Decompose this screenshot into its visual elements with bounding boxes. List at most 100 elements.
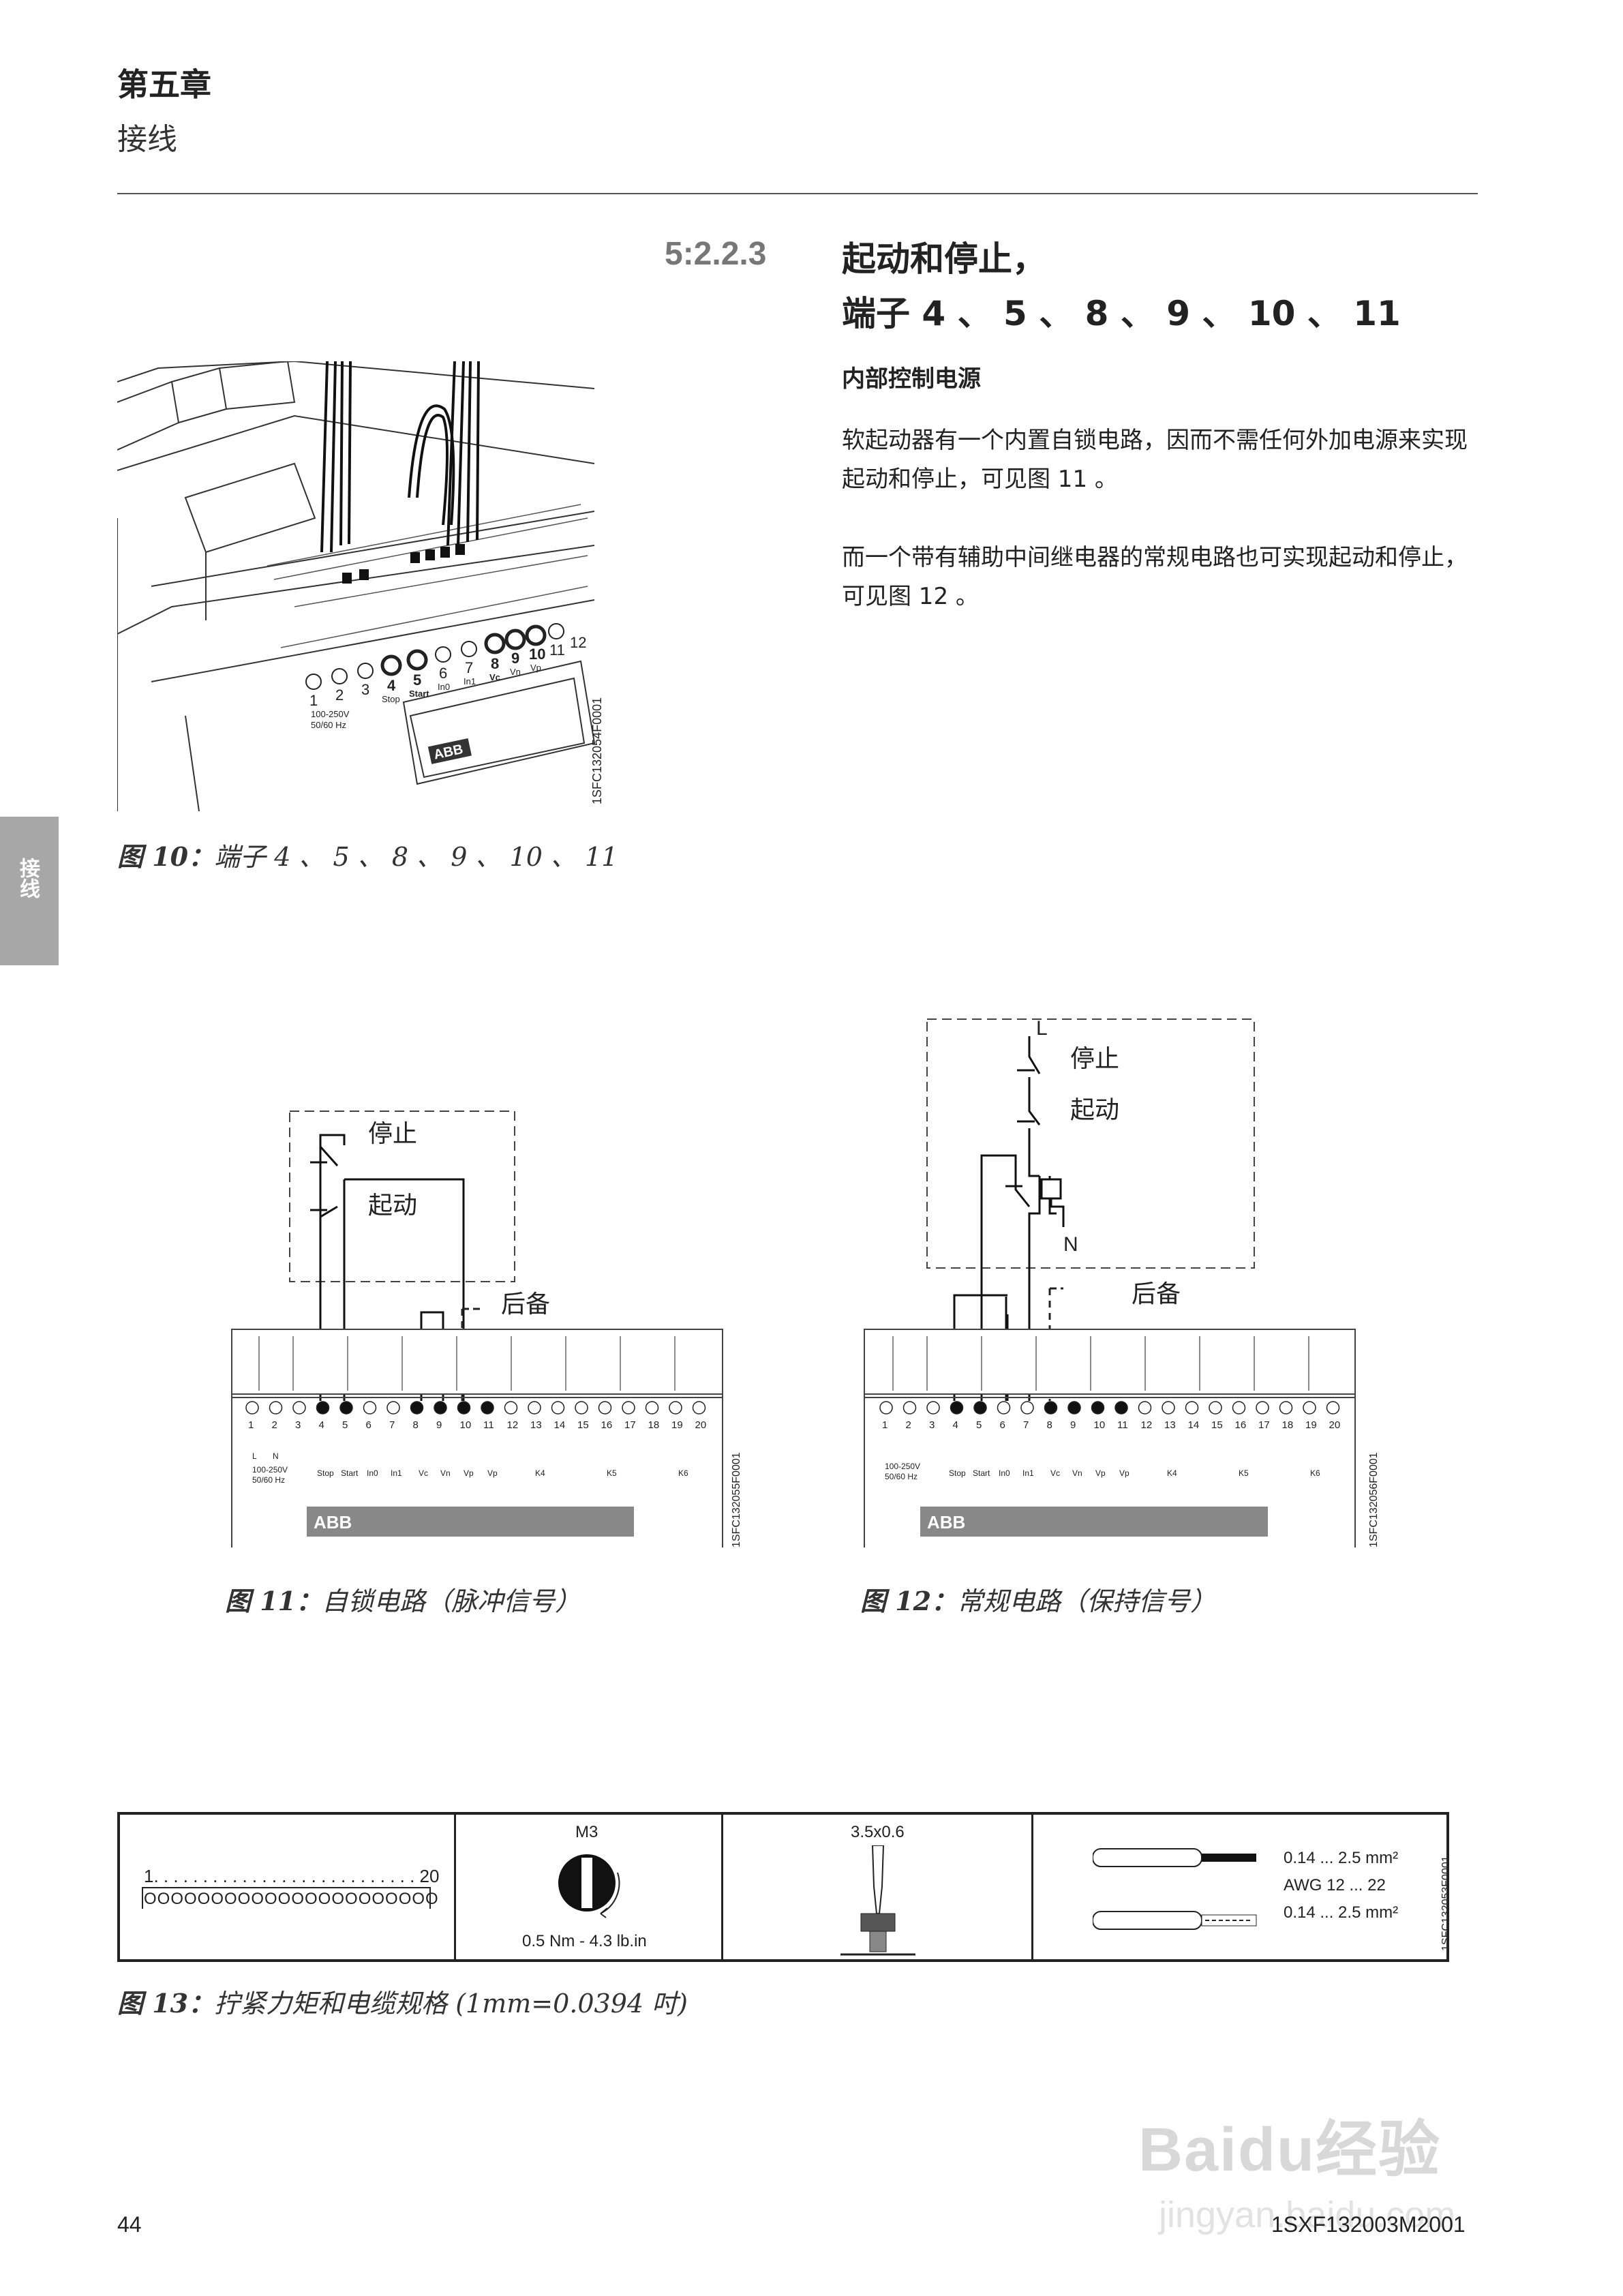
terminal-number-7: 7 — [1023, 1419, 1029, 1431]
spec-cell-screwdriver: 3.5x0.6 — [721, 1815, 1033, 1959]
fig12-brand: ABB — [927, 1512, 965, 1532]
terminal-14 — [551, 1401, 565, 1415]
terminal-15 — [1209, 1401, 1222, 1415]
spec-bracket — [142, 1887, 431, 1909]
fig11-supply-2: 50/60 Hz — [252, 1475, 285, 1485]
terminal-number-8: 8 — [413, 1419, 419, 1431]
terminal-number-3: 3 — [295, 1419, 301, 1431]
terminal-8 — [1044, 1401, 1058, 1415]
terminal-number-3: 3 — [929, 1419, 935, 1431]
fig11-brand: ABB — [314, 1512, 352, 1532]
fig12-backup: 后备 — [1132, 1280, 1181, 1308]
fig10-name-vp: Vp — [530, 663, 541, 673]
fig11-N: N — [273, 1451, 279, 1461]
figure-13-caption: 图 13：拧紧力矩和电缆规格 (1mm=0.0394 吋) — [117, 1982, 688, 2020]
watermark-brand: Baidu经验 — [1138, 2116, 1442, 2184]
terminal-number-11: 11 — [483, 1419, 494, 1431]
terminal-8 — [410, 1401, 424, 1415]
chapter-subtitle: 接线 — [117, 122, 177, 157]
fig12-lbl-vc: Vc — [1050, 1468, 1060, 1478]
fig10-term-9: 9 — [511, 650, 519, 667]
fig12-L: L — [1036, 1017, 1048, 1040]
fig10-supply-2: 50/60 Hz — [311, 720, 346, 730]
terminal-4 — [316, 1401, 330, 1415]
fig11-start: 起动 — [368, 1191, 417, 1219]
chapter-title: 第五章 — [117, 66, 211, 103]
fig11-lbl-vp2: Vp — [487, 1468, 498, 1478]
figure-10-illustration: 1 2 3 4 5 6 7 8 9 10 11 12 Stop Start In… — [117, 361, 604, 811]
fig12-lbl-vp1: Vp — [1095, 1468, 1106, 1478]
figure-10-text: 端子 4 、 5 、 8 、 9 、 10 、 11 — [214, 842, 618, 872]
document-number: 1SXF132003M2001 — [1271, 2212, 1466, 2237]
section-title: 起动和停止， 端子 4 、 5 、 8 、 9 、 10 、 11 — [842, 232, 1401, 341]
terminal-7 — [386, 1401, 400, 1415]
terminal-7 — [1020, 1401, 1034, 1415]
terminal-number-14: 14 — [1188, 1419, 1200, 1431]
terminal-20 — [692, 1401, 706, 1415]
figure-12-caption: 图 12：常规电路（保持信号） — [860, 1580, 1216, 1618]
figure-10-caption: 图 10：端子 4 、 5 、 8 、 9 、 10 、 11 — [117, 836, 618, 873]
figure-12-text: 常规电路（保持信号） — [957, 1586, 1217, 1616]
spec-circles: OOOOOOOOOOOOOOOOOOOOOO — [144, 1890, 439, 1908]
terminal-18 — [645, 1401, 659, 1415]
fig11-L: L — [252, 1451, 257, 1461]
spec-cable2: AWG 12 ... 22 — [1284, 1876, 1386, 1894]
fig12-lbl-k4: K4 — [1167, 1468, 1177, 1478]
fig12-start: 起动 — [1070, 1096, 1119, 1123]
terminal-number-16: 16 — [601, 1419, 613, 1431]
fig10-name-stop: Stop — [382, 694, 400, 704]
terminal-number-13: 13 — [530, 1419, 542, 1431]
section-title-line1: 起动和停止， — [842, 239, 1046, 279]
spec-table: 1. . . . . . . . . . . . . . . . . . . .… — [117, 1812, 1452, 1962]
terminal-number-17: 17 — [624, 1419, 636, 1431]
terminal-number-15: 15 — [577, 1419, 589, 1431]
terminal-12 — [504, 1401, 518, 1415]
fig10-name-vn: Vn — [510, 667, 521, 677]
fig10-name-vc: Vc — [489, 672, 500, 682]
terminal-2 — [269, 1401, 283, 1415]
figure-11-text: 自锁电路（脉冲信号） — [322, 1586, 581, 1616]
terminal-number-15: 15 — [1211, 1419, 1223, 1431]
terminal-12 — [1138, 1401, 1152, 1415]
fig10-name-start: Start — [409, 689, 429, 699]
fig11-lbl-vc: Vc — [419, 1468, 428, 1478]
terminal-number-12: 12 — [507, 1419, 519, 1431]
screwdriver-icon — [840, 1845, 915, 1956]
fig10-term-1: 1 — [309, 692, 318, 709]
terminal-number-5: 5 — [976, 1419, 982, 1431]
fig11-lbl-stop: Stop — [317, 1468, 334, 1478]
terminal-number-19: 19 — [671, 1419, 683, 1431]
fig10-term-2: 2 — [335, 686, 344, 704]
terminal-3 — [926, 1401, 940, 1415]
fig12-lbl-k5: K5 — [1239, 1468, 1249, 1478]
fig10-term-10: 10 — [529, 646, 545, 663]
spec-screw: M3 — [575, 1823, 598, 1841]
terminal-20 — [1326, 1401, 1340, 1415]
paragraph-2: 而一个带有辅助中间继电器的常规电路也可实现起动和停止，可见图 12 。 — [842, 544, 1468, 610]
terminal-number-9: 9 — [436, 1419, 442, 1431]
terminal-9 — [1067, 1401, 1081, 1415]
terminal-number-2: 2 — [906, 1419, 911, 1431]
fig12-lbl-stop: Stop — [949, 1468, 966, 1478]
figure-11-caption: 图 11：自锁电路（脉冲信号） — [225, 1580, 581, 1618]
terminal-10 — [457, 1401, 471, 1415]
terminal-number-2: 2 — [272, 1419, 277, 1431]
watermark-url: jingyan.baidu.com — [1159, 2194, 1456, 2235]
screw-head-icon — [558, 1854, 620, 1918]
figure-13-label: 图 13： — [117, 1988, 215, 2019]
terminal-number-14: 14 — [554, 1419, 566, 1431]
fig11-lbl-start: Start — [341, 1468, 359, 1478]
fig12-lbl-vp2: Vp — [1119, 1468, 1129, 1478]
terminal-number-9: 9 — [1070, 1419, 1076, 1431]
fig10-code: 1SFC132054F0001 — [590, 697, 604, 804]
figure-11-label: 图 11： — [225, 1586, 322, 1616]
terminal-19 — [669, 1401, 682, 1415]
terminal-5 — [973, 1401, 987, 1415]
subheading: 内部控制电源 — [842, 365, 981, 393]
side-tab-label: 接线 — [16, 858, 40, 898]
spec-range: 1. . . . . . . . . . . . . . . . . . . .… — [144, 1866, 440, 1886]
figure-10-label: 图 10： — [117, 841, 215, 872]
fig10-term-6: 6 — [439, 665, 447, 682]
fig11-lbl-vp1: Vp — [464, 1468, 474, 1478]
fig11-lbl-k6: K6 — [678, 1468, 688, 1478]
